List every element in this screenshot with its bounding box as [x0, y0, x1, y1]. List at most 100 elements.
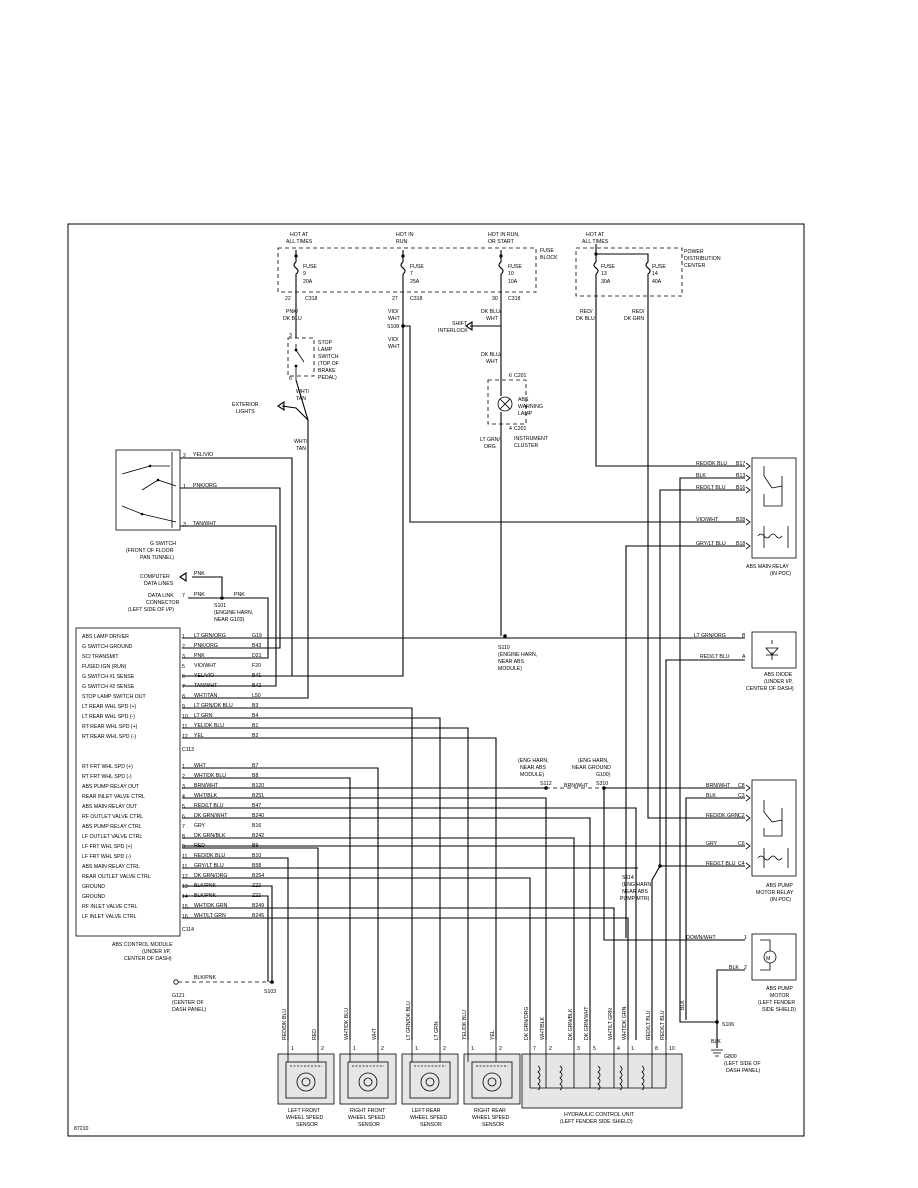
stop-lamp-label-5: BRAKE — [318, 368, 336, 374]
abs-main-relay-box — [751, 457, 797, 559]
sensor-pin: 2 — [381, 1046, 384, 1052]
connector-chevron-icon — [745, 462, 751, 470]
s310-label: S310 — [596, 781, 608, 787]
module-pin-num: 6 — [182, 674, 185, 680]
wire-lf-inlet — [182, 917, 629, 1040]
module-pin-circuit: B47 — [252, 803, 261, 809]
g-switch-label-2: (FRONT OF FLOOR — [126, 548, 174, 554]
warning-lamp-bulb-icon — [497, 396, 513, 412]
hcu-wire: DK GRN/BLK — [568, 1008, 574, 1040]
module-pin-wire: DK GRN/WHT — [194, 813, 228, 819]
stop-lamp-pin-bottom: 6 — [289, 376, 292, 382]
stop-lamp-label-4: (TOP OF — [318, 361, 339, 367]
main-relay-pin: B17 — [736, 461, 745, 467]
module-pin-wire: VIO/WHT — [194, 663, 217, 669]
main-relay-wire: BLK — [696, 473, 706, 479]
module-pin-circuit: B120 — [252, 783, 264, 789]
lamp-pin-top: 6 — [509, 373, 512, 379]
wire-rt-frt-minus — [182, 777, 351, 1040]
module-pin-num: 1 — [182, 634, 185, 640]
module-pin-circuit: L50 — [252, 693, 261, 699]
fuse-10-wire-b: WHT — [486, 316, 499, 322]
main-relay-wire: VIO/WHT — [696, 517, 719, 523]
main-relay-label-1: ABS MAIN RELAY — [746, 564, 789, 570]
s103-label: S103 — [264, 989, 276, 995]
module-pin-wire: GRY/LT BLU — [194, 863, 224, 869]
module-pin-circuit: B8 — [252, 773, 258, 779]
connector-chevron-icon — [745, 542, 751, 550]
fuse-10-amp: 10A — [508, 279, 518, 285]
fuse-13-amp: 30A — [601, 279, 611, 285]
dlc-pin: 7 — [182, 593, 185, 599]
g121-loc-1: (CENTER OF — [172, 1000, 204, 1006]
hcu-wire: WHT/DK GRN — [622, 1006, 628, 1040]
module-pin-num: 13 — [182, 884, 188, 890]
wire-lf-frt-minus — [182, 857, 289, 1040]
connector-chevron-icon — [745, 814, 751, 822]
pdc-outline — [575, 247, 683, 297]
s110-label: S110 — [498, 645, 510, 651]
module-pin-name: GROUND — [82, 884, 105, 890]
valve-coil-icon — [641, 1065, 645, 1091]
stop-lamp-label-6: PEDAL) — [318, 375, 337, 381]
module-pin-num: 11 — [182, 854, 187, 860]
lamp-conn-top: C201 — [514, 373, 527, 379]
module-pin-name: RT REAR WHL SPD (-) — [82, 734, 136, 740]
s114-label: S114 — [622, 875, 634, 881]
fuse-7-wire-b: WHT — [388, 316, 401, 322]
main-relay-pin: B18 — [736, 541, 745, 547]
cluster-label-a: INSTRUMENT — [514, 436, 549, 442]
fuse-7-num: 7 — [410, 271, 413, 277]
fuse-14-amp: 40A — [652, 279, 662, 285]
module-pin-name: LF OUTLET VALVE CTRL — [82, 834, 142, 840]
motor-label-4: SIDE SHIELD) — [762, 1007, 796, 1013]
fuse-7-wire-a: VIO/ — [388, 309, 399, 315]
module-pin-circuit: B41 — [252, 673, 261, 679]
power-distribution-center: HOT AT ALL TIMES POWER DISTRIBUTION CENT… — [575, 232, 745, 819]
module-pin-name: RT REAR WHL SPD (+) — [82, 724, 138, 730]
module-pin-wire: YEL — [194, 733, 204, 739]
sensor-wire: LT GRN/DK BLU — [406, 1001, 412, 1040]
stop-lamp-label-3: SWITCH — [318, 354, 339, 360]
fuse-9-wire-b: DK BLU — [283, 316, 302, 322]
module-pin-name: ABS LAMP DRIVER — [82, 634, 129, 640]
g121-ground-icon — [173, 979, 179, 985]
hcu-box — [521, 1053, 683, 1109]
module-pin-name: ABS PUMP RELAY OUT — [82, 784, 140, 790]
connector-chevron-icon — [745, 784, 751, 792]
module-pin-name: LF INLET VALVE CTRL — [82, 914, 137, 920]
wire-rt-frt-plus — [182, 767, 379, 1040]
g800-label: G800 — [724, 1054, 737, 1060]
module-pin-num: 8 — [182, 834, 185, 840]
g-switch: 2 YEL/VIO 1 PNK/ORG 3 TAN/WHT G SWITCH (… — [115, 449, 293, 687]
module-pin-name: STOP LAMP SWITCH OUT — [82, 694, 147, 700]
main-relay-pin: B28 — [736, 517, 745, 523]
g-switch-pin-3: 3 — [183, 522, 186, 528]
pump-relay-pin: C2 — [738, 813, 745, 819]
module-pin-circuit: B254 — [252, 873, 264, 879]
main-relay-label-2: (IN PDC) — [770, 571, 791, 577]
fuse-14-wire-b: DK GRN — [624, 316, 644, 322]
sensor-pin: 2 — [443, 1046, 446, 1052]
pdc-label-1: POWER — [684, 249, 704, 255]
fuse-block-outline — [277, 247, 537, 293]
lamp-pin-bottom: 4 — [509, 426, 512, 432]
lamp-wire-out-b: ORG — [484, 444, 496, 450]
s114-loc-3: PUMP MTR) — [620, 896, 650, 902]
module-pin-circuit: B42 — [252, 683, 261, 689]
g800-loc-2: DASH PANEL) — [726, 1068, 760, 1074]
fuse-9-label: FUSE — [303, 264, 317, 270]
diode-wire-a: RED/LT BLU — [700, 654, 730, 660]
hot-label-3a: HOT IN RUN, — [488, 232, 520, 238]
module-pin-name: G SWITCH #2 SENSE — [82, 684, 135, 690]
dlc-label-2: CONNECTOR — [146, 600, 180, 606]
main-relay-pin: B13 — [736, 473, 745, 479]
hot-label-2b: RUN — [396, 239, 407, 245]
pump-relay-label-1: ABS PUMP — [766, 883, 793, 889]
